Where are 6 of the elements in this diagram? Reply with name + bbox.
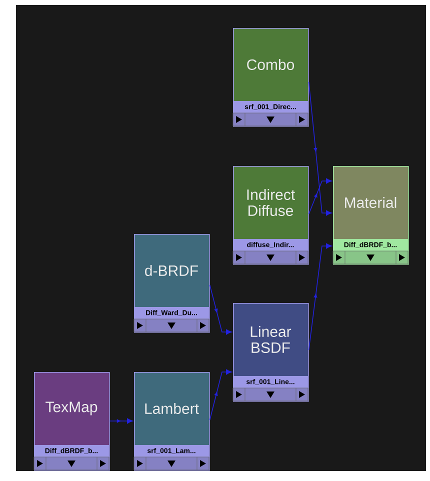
connector-arrow bbox=[308, 82, 332, 216]
connector-arrow bbox=[209, 369, 232, 420]
connector-arrow bbox=[308, 178, 332, 214]
connector-arrow bbox=[109, 418, 133, 424]
connector-arrow bbox=[209, 284, 232, 335]
connector-arrow bbox=[308, 243, 332, 350]
